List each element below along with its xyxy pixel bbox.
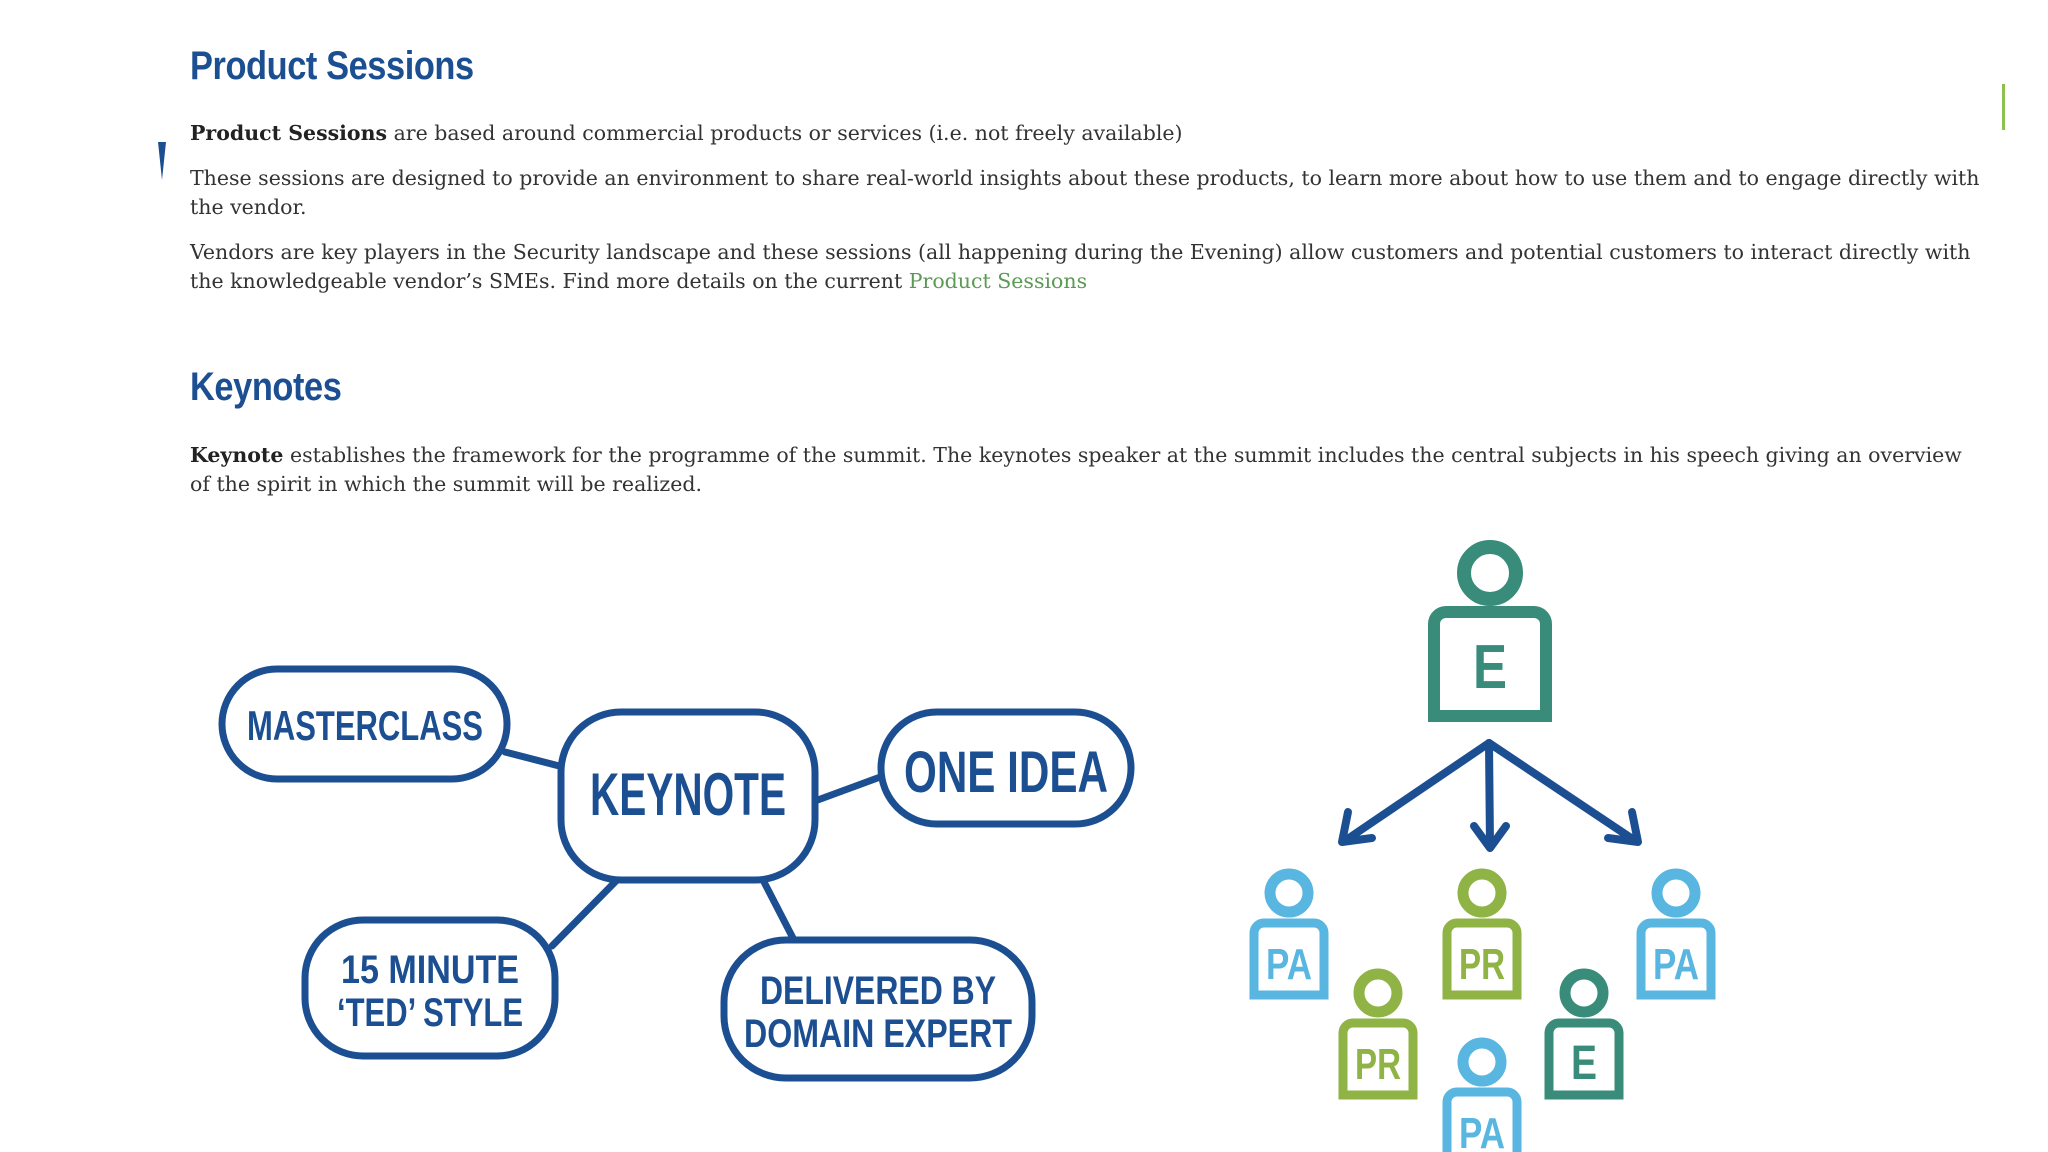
product-sessions-intro-text: are based around commercial products or … xyxy=(387,121,1183,145)
connector-one-idea xyxy=(811,772,887,805)
keynotes-description-text: establishes the framework for the progra… xyxy=(190,443,1962,496)
ted-line1-label: 15 MINUTE xyxy=(341,948,519,992)
decorative-accent-mark xyxy=(158,142,166,180)
ted-line2-label: ‘TED’ STYLE xyxy=(337,991,523,1035)
product-sessions-vendors-text: Vendors are key players in the Security … xyxy=(190,240,1971,293)
person-head xyxy=(1651,868,1701,918)
arrow-center xyxy=(1485,739,1494,850)
one-idea-bubble xyxy=(877,708,1135,828)
person-letter: PA xyxy=(1459,1109,1505,1152)
person-letter: PA xyxy=(1266,940,1312,989)
product-sessions-link[interactable]: Product Sessions xyxy=(908,269,1088,293)
keynote-bold-term: Keynote xyxy=(190,443,284,467)
arrow-right-head xyxy=(1604,808,1642,846)
product-sessions-purpose: These sessions are designed to provide a… xyxy=(190,166,1980,219)
masterclass-label: MASTERCLASS xyxy=(247,702,483,749)
keynote-mind-map xyxy=(218,665,1135,1082)
product-sessions-bold-term: Product Sessions xyxy=(190,121,388,145)
person-pa-3: PA xyxy=(1636,868,1716,1000)
domain-expert-bubble xyxy=(720,936,1036,1082)
keynote-center-label: KEYNOTE xyxy=(590,761,786,828)
person-pa-6: PA xyxy=(1442,1037,1522,1152)
keynote-labels: MASTERCLASS KEYNOTE ONE IDEA 15 MINUTE ‘… xyxy=(247,702,1108,1056)
person-head xyxy=(1559,968,1609,1018)
person-body xyxy=(1442,1087,1522,1152)
person-letter: PR xyxy=(1459,940,1505,989)
person-letter: PA xyxy=(1653,940,1699,989)
top-person-e: E xyxy=(1428,540,1552,722)
person-body xyxy=(1636,918,1716,1000)
person-letter: E xyxy=(1571,1037,1597,1090)
arrow-center-head xyxy=(1470,822,1510,852)
arrow-right xyxy=(1485,739,1635,842)
connector-domain-expert xyxy=(759,876,799,946)
arrow-left-head xyxy=(1338,808,1376,846)
team-members: PA PR PA PR E PA xyxy=(1249,868,1716,1152)
product-sessions-intro: Product Sessions are based around commer… xyxy=(190,119,1985,148)
connector-masterclass xyxy=(501,748,571,772)
ted-style-bubble xyxy=(301,916,559,1060)
keynotes-heading: Keynotes xyxy=(190,365,342,409)
keynotes-description: Keynote establishes the framework for th… xyxy=(190,441,1985,499)
product-sessions-heading: Product Sessions xyxy=(190,44,474,88)
person-body xyxy=(1338,1018,1418,1100)
top-person-letter: E xyxy=(1473,633,1507,702)
person-head xyxy=(1457,1037,1507,1087)
one-idea-label: ONE IDEA xyxy=(904,740,1108,805)
person-body xyxy=(1249,918,1329,1000)
product-sessions-vendors: Vendors are key players in the Security … xyxy=(190,238,1985,296)
people-hierarchy: E PA PR PA PR E PA xyxy=(1249,540,1716,1152)
scroll-indicator xyxy=(2002,84,2005,130)
expert-line1-label: DELIVERED BY xyxy=(760,969,996,1013)
keynote-bubble xyxy=(557,708,819,884)
hierarchy-arrows xyxy=(1338,739,1642,852)
arrow-left xyxy=(1345,739,1493,842)
person-head xyxy=(1264,868,1314,918)
connector-ted-style xyxy=(548,876,621,950)
expert-line2-label: DOMAIN EXPERT xyxy=(744,1012,1012,1056)
person-pr-4: PR xyxy=(1338,968,1418,1100)
person-pr-2: PR xyxy=(1442,868,1522,1000)
person-pa-1: PA xyxy=(1249,868,1329,1000)
masterclass-bubble xyxy=(218,665,511,783)
person-head xyxy=(1457,868,1507,918)
person-body xyxy=(1544,1018,1624,1100)
person-letter: PR xyxy=(1355,1040,1401,1089)
person-head xyxy=(1353,968,1403,1018)
person-body xyxy=(1442,918,1522,1000)
person-e-5: E xyxy=(1544,968,1624,1100)
